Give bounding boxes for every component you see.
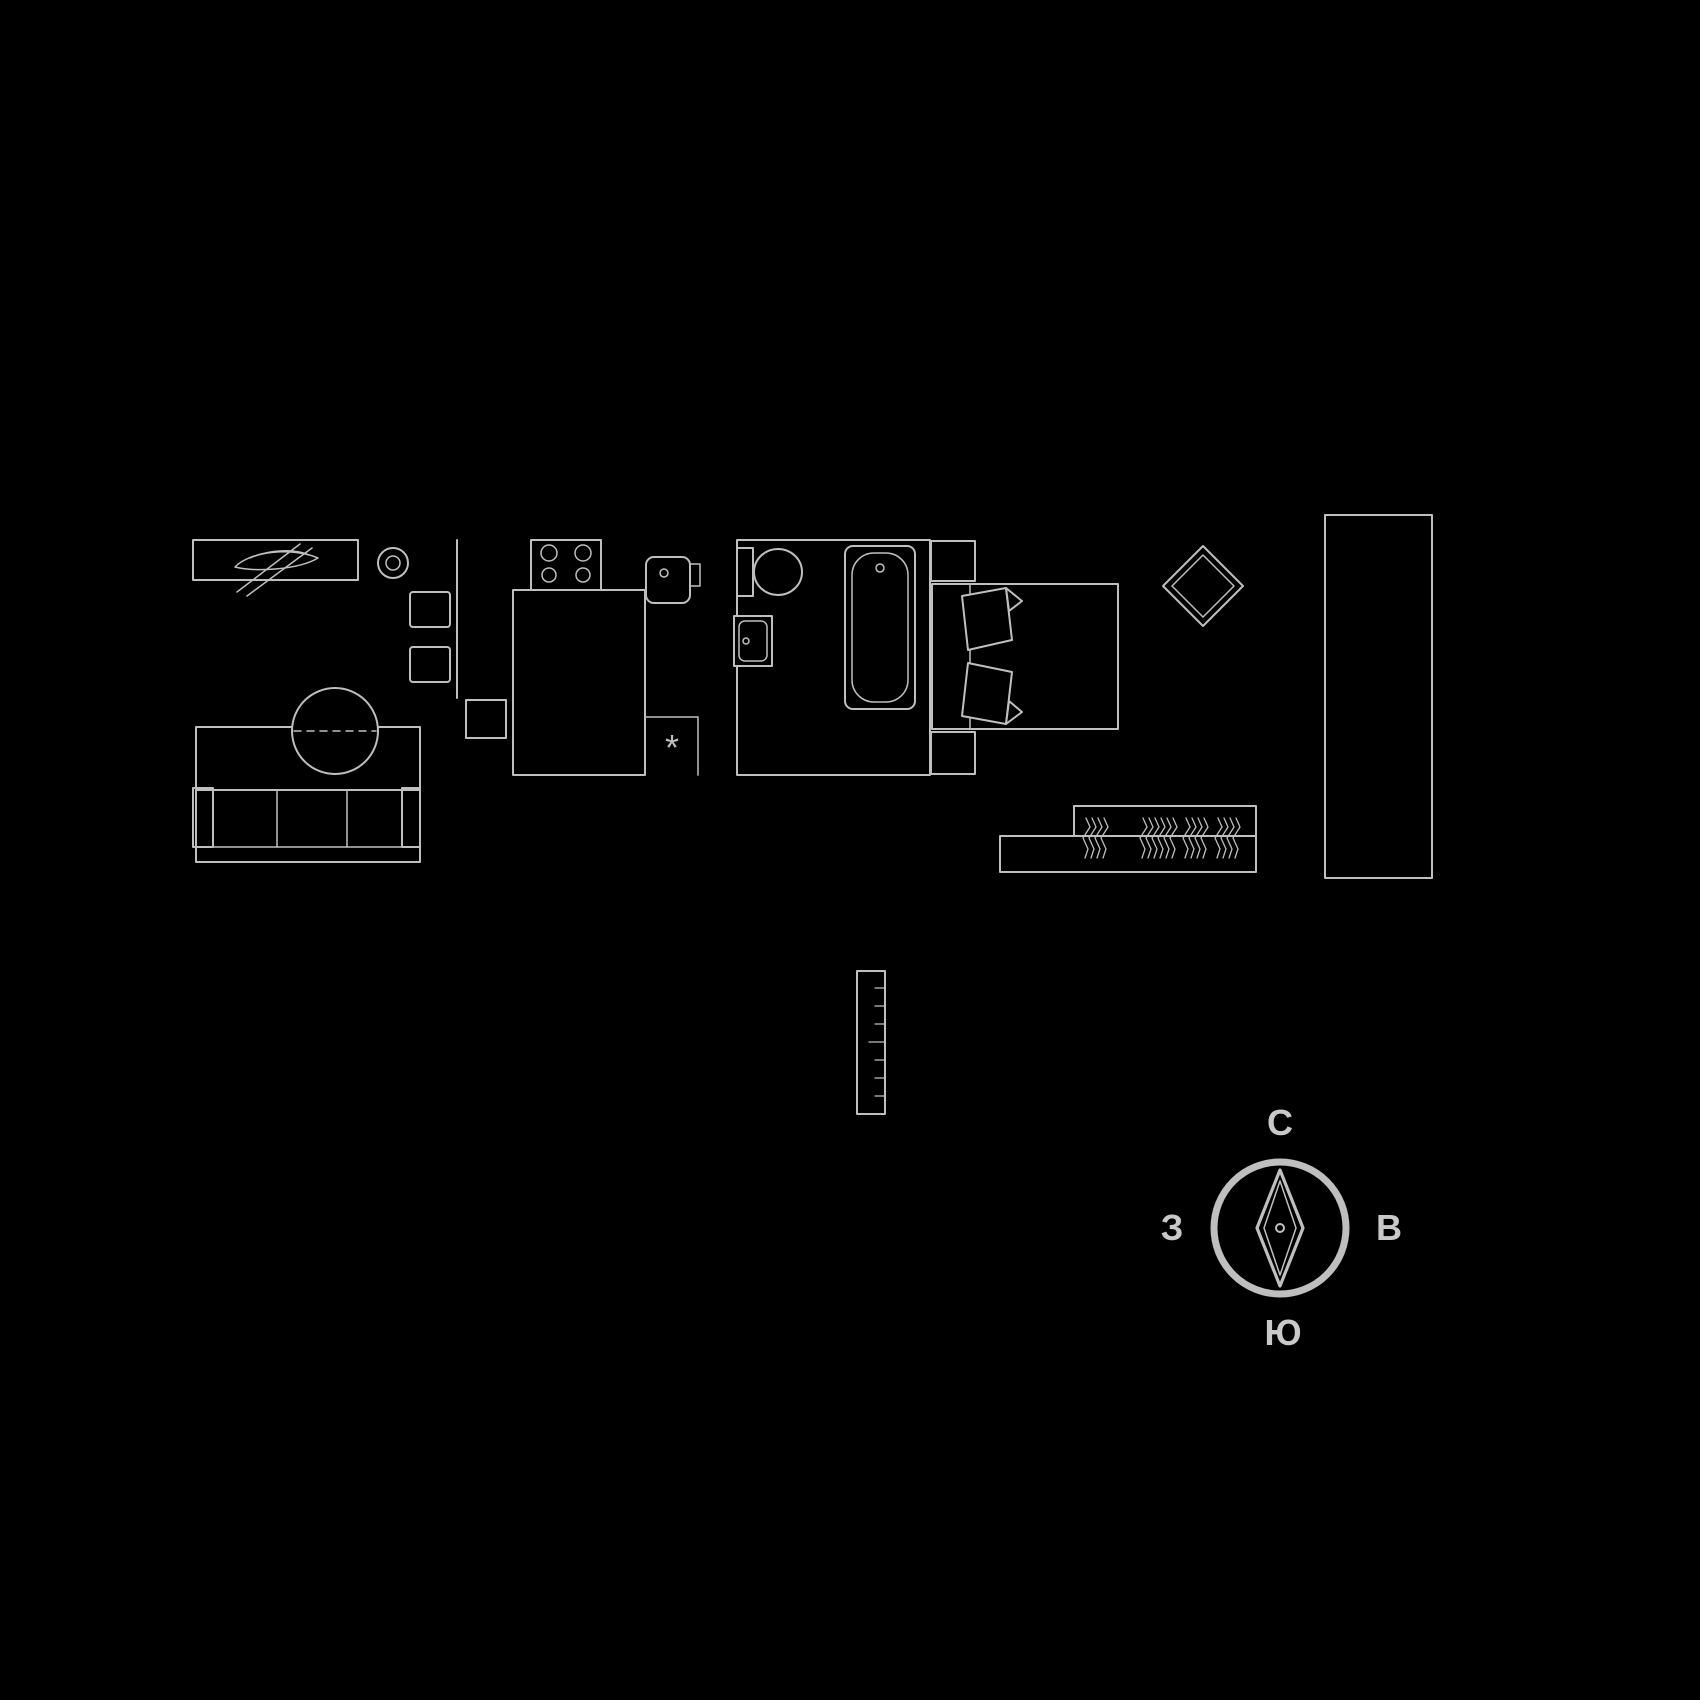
pillow-icon: [961, 587, 1023, 651]
compass-rose: С З В Ю: [1161, 1102, 1402, 1353]
compass-east-label: В: [1376, 1207, 1402, 1248]
burner-icon: [574, 544, 592, 562]
double-ring-icon: [377, 547, 409, 579]
kitchen-sink-icon: [645, 556, 701, 604]
nightstand-icon: [930, 540, 976, 582]
stove-icon: [530, 539, 602, 591]
hanger-icon: [1082, 817, 1241, 859]
kitchen-wall-line: [456, 539, 507, 739]
ruler-icon: [856, 970, 886, 1115]
bed-icon: [931, 583, 1119, 730]
burner-icon: [540, 544, 558, 562]
round-table-icon: [291, 687, 379, 775]
kitchen-corner: *: [644, 716, 699, 776]
compass-south-label: Ю: [1264, 1312, 1301, 1353]
kitchen-floor-tiles: [512, 589, 646, 776]
wardrobe-icon: [999, 805, 1257, 873]
sofa-icon: [192, 687, 421, 863]
nightstand-icon: [930, 731, 976, 775]
burner-icon: [575, 567, 591, 583]
compass-west-label: З: [1161, 1207, 1184, 1248]
balcony-grid-icon: [1324, 514, 1433, 879]
bathtub-icon: [844, 545, 916, 710]
toilet-icon: [736, 547, 803, 597]
compass-north-label: С: [1267, 1102, 1293, 1143]
compass-needle-icon: [1255, 1168, 1305, 1288]
iron-shelf-icon: [192, 539, 359, 597]
pillow-icon: [961, 662, 1023, 725]
kitchen-star-symbol: *: [665, 727, 679, 768]
washbasin-icon: [733, 615, 773, 667]
stool-icon: [409, 646, 451, 683]
stool-icon: [409, 591, 451, 628]
burner-icon: [541, 567, 557, 583]
side-table-icon: [1162, 545, 1244, 627]
